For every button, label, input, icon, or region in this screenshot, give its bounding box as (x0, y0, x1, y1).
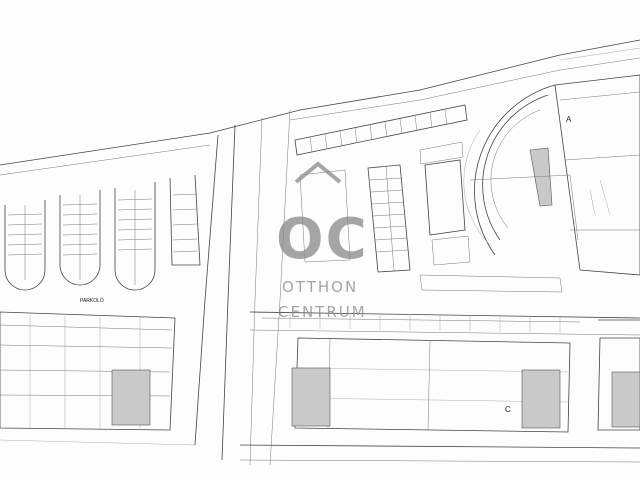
building-c: C (291, 337, 571, 433)
right-building-fragment (597, 319, 640, 431)
left-building-hatched-block (111, 369, 151, 426)
otthon-centrum-watermark: OC OTTHON CENTRUM (276, 161, 369, 321)
middle-road (249, 274, 640, 336)
left-building: PARKOLÓ (0, 297, 176, 431)
watermark-mark: OC (276, 207, 369, 272)
centre-parking (294, 104, 471, 273)
building-c-hatch-right (521, 369, 561, 429)
building-a: A (463, 74, 640, 276)
bottom-road (0, 439, 640, 463)
roof-icon (294, 161, 342, 184)
building-c-hatch-left (291, 367, 331, 427)
parking-area-label: PARKOLÓ (80, 297, 104, 304)
road-boundary (0, 39, 640, 176)
vertical-road (194, 109, 291, 466)
left-parking-rows (4, 174, 201, 291)
building-a-stair-hatch (529, 147, 553, 207)
right-building-hatch (611, 371, 640, 428)
building-c-label: C (505, 405, 511, 414)
building-a-label: A (566, 115, 572, 124)
watermark-line2: CENTRUM (278, 303, 367, 321)
watermark-line1: OTTHON (282, 278, 358, 296)
